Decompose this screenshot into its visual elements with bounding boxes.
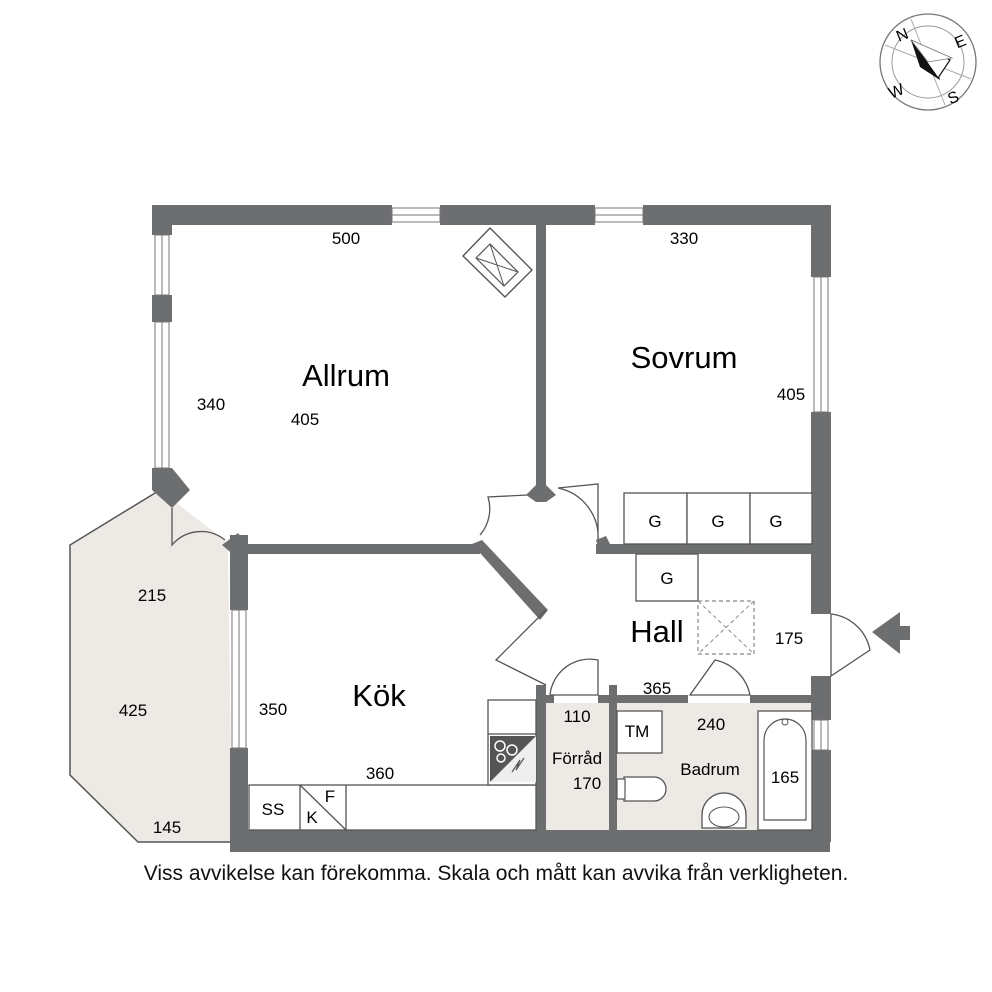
bathroom-fixtures	[616, 710, 813, 831]
entrance-arrow-icon	[872, 612, 910, 654]
dim-badrum-depth: 165	[771, 768, 799, 787]
dim-sovrum-width: 330	[670, 229, 698, 248]
washer-label: TM	[625, 722, 650, 741]
outer-walls	[152, 205, 831, 852]
dim-kok-depth: 350	[259, 700, 287, 719]
dim-hall-depth: 175	[775, 629, 803, 648]
toilet-icon	[623, 776, 667, 802]
dim-kok-width: 360	[366, 764, 394, 783]
compass-icon	[879, 13, 977, 111]
room-kok: Kök	[352, 678, 406, 713]
wardrobe-1: G	[648, 512, 661, 531]
dim-allrum-bay: 340	[197, 395, 225, 414]
kitchen-fixtures	[248, 699, 537, 831]
room-badrum: Badrum	[680, 760, 740, 779]
inner-walls	[240, 222, 825, 835]
room-allrum: Allrum	[302, 358, 390, 393]
dim-forrad-depth: 170	[573, 774, 601, 793]
balcony-floor	[70, 490, 232, 842]
windows	[154, 207, 829, 751]
fireplace	[462, 227, 533, 298]
doors	[171, 483, 871, 696]
dim-balcony-side: 425	[119, 701, 147, 720]
room-forrad: Förråd	[552, 749, 602, 768]
balcony-outline	[69, 489, 232, 843]
freezer-label: F	[325, 787, 335, 806]
room-hall: Hall	[630, 614, 683, 649]
dim-sovrum-depth: 405	[777, 385, 805, 404]
dim-allrum-width: 500	[332, 229, 360, 248]
bathtub-icon	[757, 710, 813, 831]
compass-w: W	[886, 81, 907, 103]
sink-icon	[701, 792, 747, 829]
room-sovrum: Sovrum	[631, 340, 738, 375]
dim-forrad-width: 110	[563, 707, 590, 726]
wardrobe-hall: G	[660, 569, 673, 588]
dim-balcony-bottom: 145	[153, 818, 181, 837]
dim-balcony-top: 215	[138, 586, 166, 605]
forrad-floor	[546, 703, 609, 830]
dim-hall-width: 365	[643, 679, 671, 698]
wardrobe-3: G	[769, 512, 782, 531]
fridge-label: K	[306, 808, 318, 827]
wardrobes	[623, 492, 813, 602]
disclaimer-text: Viss avvikelse kan förekomma. Skala och …	[143, 862, 849, 885]
dim-allrum-depth: 405	[291, 410, 319, 429]
dim-badrum-width: 240	[697, 715, 725, 734]
attic-hatch	[697, 600, 755, 655]
dishwasher-label: SS	[262, 800, 285, 819]
wardrobe-2: G	[711, 512, 724, 531]
